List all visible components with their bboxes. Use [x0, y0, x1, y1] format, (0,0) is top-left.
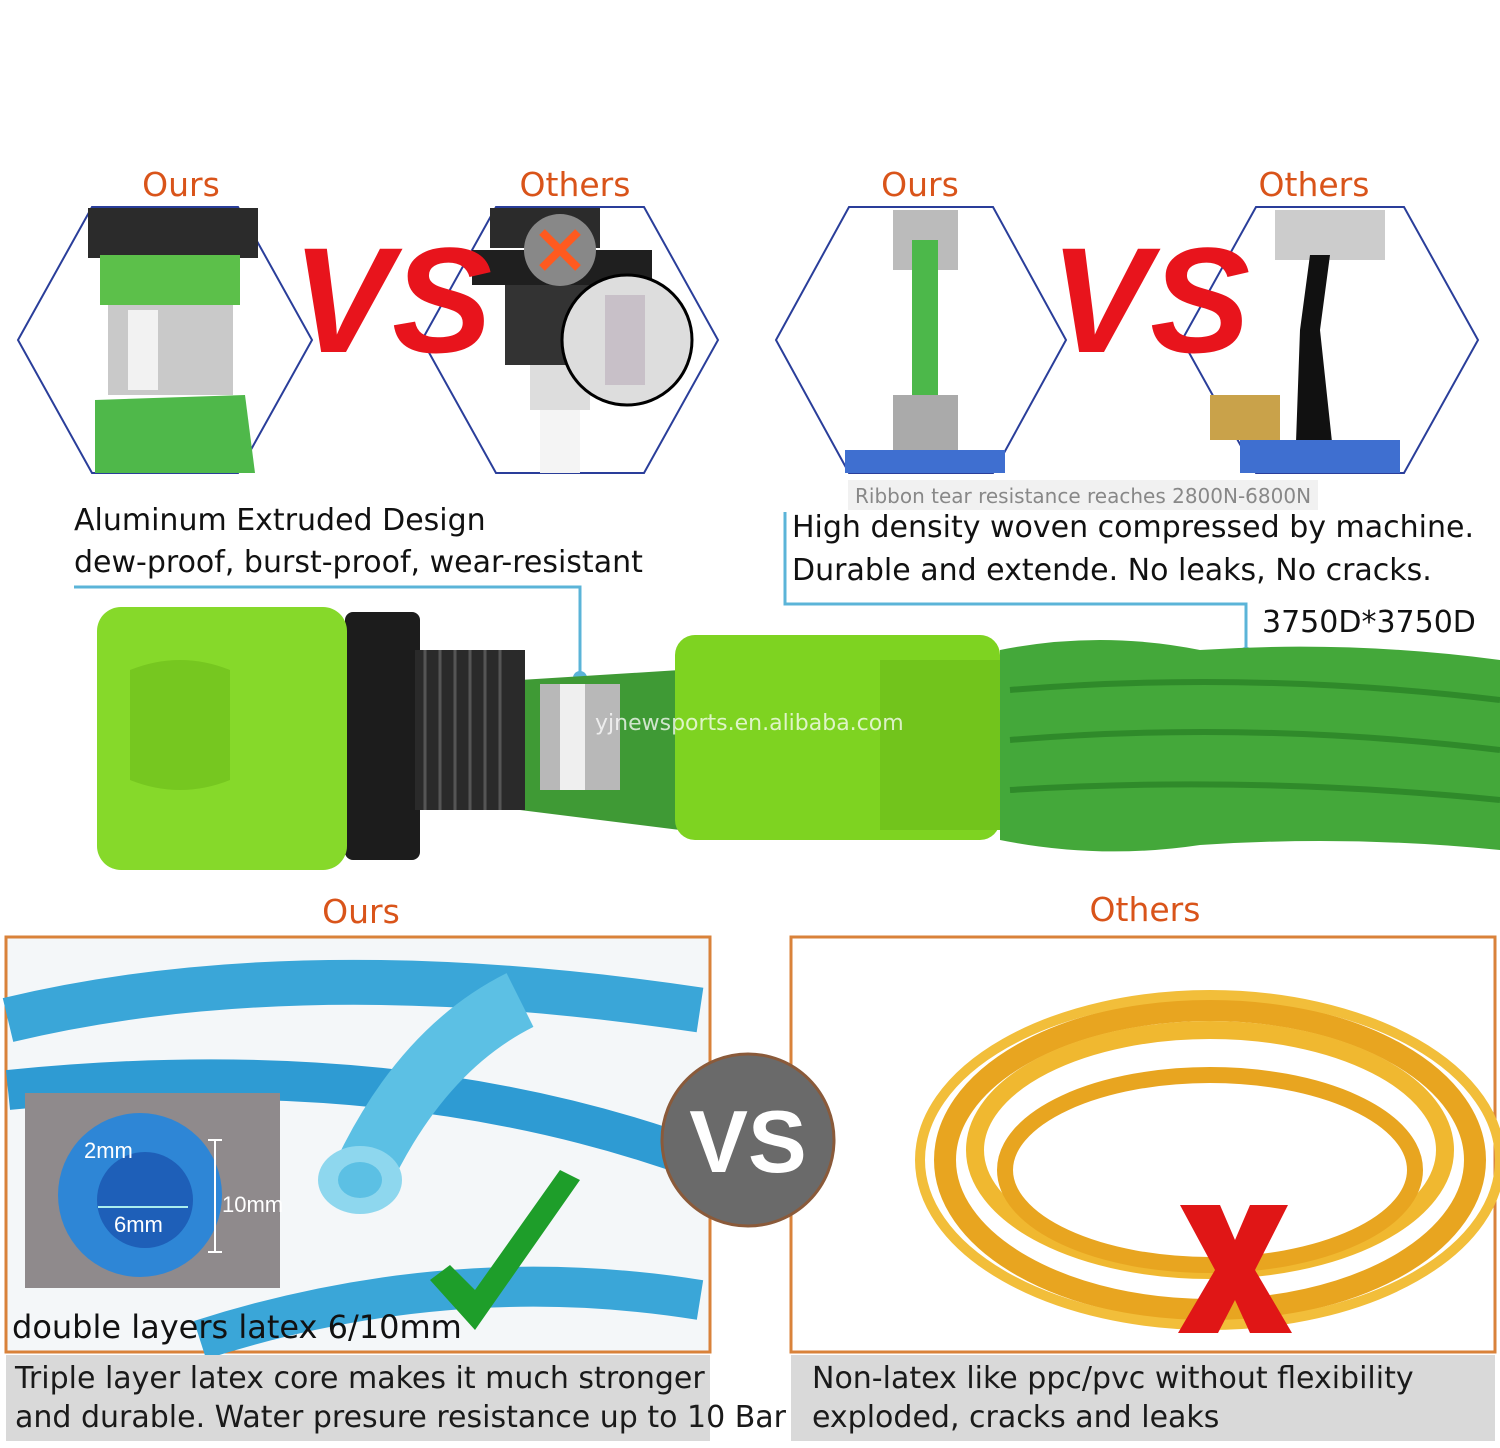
others-label: Others [1259, 165, 1370, 204]
x-mark-icon [1178, 1205, 1292, 1333]
woven-caption-line2: Durable and extende. No leaks, No cracks… [792, 553, 1432, 588]
woven-caption-line1: High density woven compressed by machine… [792, 510, 1474, 545]
vs-text: VS [689, 1092, 806, 1191]
others-label: Others [520, 165, 631, 204]
outer-diameter-label: 10mm [222, 1192, 283, 1217]
hexagon-ours-tear-test [774, 206, 1068, 474]
hexagon-others-connector [420, 206, 720, 474]
others-pvc-tube-panel [789, 935, 1500, 1354]
others-caption-line1: Non-latex like ppc/pvc without flexibili… [812, 1361, 1414, 1396]
ours-label: Ours [881, 165, 959, 204]
aluminum-caption-line1: Aluminum Extruded Design [74, 503, 486, 538]
vs-badge: VS [660, 1052, 836, 1228]
leader-line [74, 585, 582, 675]
ours-caption-line1: Triple layer latex core makes it much st… [14, 1361, 705, 1396]
others-caption-line2: exploded, cracks and leaks [812, 1400, 1219, 1435]
wall-thickness-label: 2mm [84, 1138, 133, 1163]
others-label: Others [1090, 890, 1201, 929]
spec-label: 3750D*3750D [1262, 605, 1476, 640]
leader-line [783, 512, 1248, 652]
ours-label: Ours [322, 892, 400, 931]
aluminum-caption-line2: dew-proof, burst-proof, wear-resistant [74, 545, 643, 580]
vs-text: VS [292, 216, 492, 384]
hose-product-image [97, 607, 1500, 870]
ours-caption-line2: and durable. Water presure resistance up… [15, 1400, 787, 1435]
watermark: yjnewsports.en.alibaba.com [595, 711, 904, 736]
ours-latex-tube-panel [2, 935, 712, 1360]
inner-diameter-label: 6mm [114, 1212, 163, 1237]
vs-text: VS [1050, 216, 1250, 384]
check-mark-icon [430, 1170, 580, 1330]
tear-resistance-note: Ribbon tear resistance reaches 2800N-680… [855, 484, 1311, 508]
hexagon-others-tear-test [1180, 206, 1480, 474]
hexagon-ours-connector [16, 206, 314, 474]
latex-overlay-text: double layers latex 6/10mm [12, 1308, 462, 1346]
ours-label: Ours [142, 165, 220, 204]
